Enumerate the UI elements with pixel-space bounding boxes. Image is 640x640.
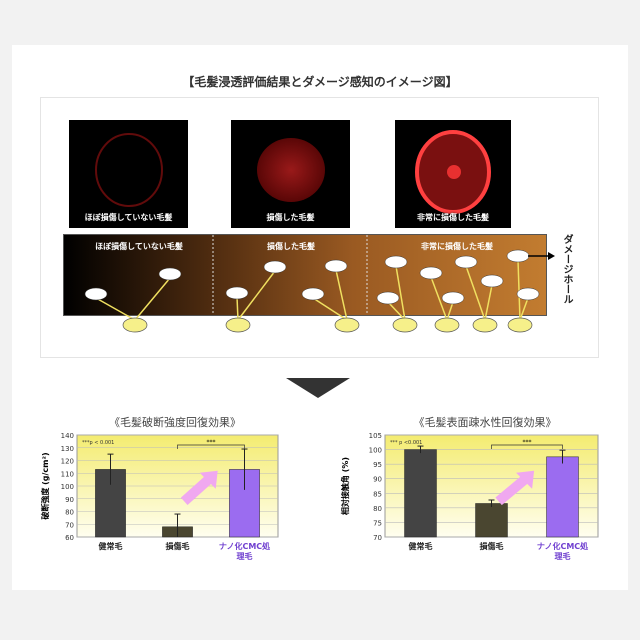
y-axis-label: 破断強度 (g/cm²) (40, 452, 50, 519)
penetrant-particle (334, 317, 360, 333)
y-tick-label: 90 (373, 476, 382, 484)
figure-title: 【毛髪浸透評価結果とダメージ感知のイメージ図】 (182, 75, 458, 89)
y-tick-label: 80 (65, 509, 74, 517)
damage-hole (384, 255, 408, 269)
penetrant-particle (434, 317, 460, 333)
damage-hole (454, 255, 478, 269)
bar (475, 503, 508, 538)
y-tick-label: 85 (373, 490, 382, 498)
photo-caption: 損傷した毛髪 (266, 213, 315, 222)
damage-hole (506, 249, 530, 263)
significance-marker: *** (207, 439, 216, 446)
y-tick-label: 140 (61, 432, 74, 440)
down-triangle-icon (286, 378, 350, 398)
x-tick-label: 健常毛 (99, 541, 123, 551)
damage-hole (225, 286, 249, 300)
penetration-arrow (395, 265, 406, 321)
penetration-arrow (335, 269, 348, 321)
x-tick-label: 理毛 (555, 551, 571, 561)
damage-hole (324, 259, 348, 273)
penetration-arrow (430, 276, 448, 321)
y-tick-label: 110 (61, 470, 74, 478)
y-tick-label: 75 (373, 519, 382, 527)
p-value-note: ***p < 0.001 (82, 440, 114, 446)
arrow-head-icon (199, 470, 218, 489)
damage-diagram (84, 235, 555, 333)
damage-hole (84, 287, 108, 301)
photo-caption: 非常に損傷した毛髪 (417, 213, 489, 222)
y-axis-label: 相対接触角 (%) (340, 457, 350, 515)
y-tick-label: 120 (61, 458, 74, 466)
penetration-arrow (517, 259, 521, 321)
arrow-icon (548, 252, 555, 260)
significance-bracket (177, 444, 245, 449)
bar (546, 456, 579, 538)
bar (404, 449, 437, 538)
y-tick-label: 80 (373, 505, 382, 513)
strip-label: 非常に損傷した毛髪 (421, 242, 493, 251)
damage-hole (301, 287, 325, 301)
strength-chart: 60 70 80 90 100 110 120 130 140 破断強度 (g/cm²) ***p … (40, 432, 279, 561)
penetration-arrow (134, 277, 171, 321)
improvement-arrow (180, 472, 216, 506)
damage-hole (441, 291, 465, 305)
hair-photo-undamaged: ほぼ損傷していない毛髪 (69, 120, 188, 228)
y-tick-label: 95 (373, 461, 382, 469)
x-tick-label: ナノ化CMC処 (537, 541, 589, 551)
y-tick-label: 100 (369, 447, 382, 455)
penetration-arrow (465, 265, 486, 321)
y-tick-label: 100 (61, 483, 74, 491)
penetrant-particle (472, 317, 498, 333)
photo-caption: ほぼ損傷していない毛髪 (84, 213, 173, 222)
penetrant-particle (225, 317, 251, 333)
penetration-arrow (95, 297, 136, 321)
significance-marker: *** (523, 439, 532, 446)
strip-label: ほぼ損傷していない毛髪 (95, 242, 183, 251)
damage-hole (516, 287, 540, 301)
hair-photo-very-damaged: 非常に損傷した毛髪 (395, 120, 511, 228)
penetration-arrow (446, 301, 454, 321)
damage-hole (263, 260, 287, 274)
y-tick-label: 90 (65, 496, 74, 504)
x-tick-label: ナノ化CMC処 (219, 541, 271, 551)
penetration-arrow (484, 284, 493, 321)
y-tick-label: 130 (61, 445, 74, 453)
damage-strip: ほぼ損傷していない毛髪 損傷した毛髪 非常に損傷した毛髪 (63, 234, 547, 316)
penetration-arrow (519, 297, 529, 321)
y-tick-label: 70 (373, 534, 382, 542)
damage-hole (419, 266, 443, 280)
penetration-arrow (237, 270, 276, 321)
x-tick-label: 損傷毛 (166, 541, 190, 551)
damage-hole (158, 267, 182, 281)
penetration-arrow (312, 297, 348, 321)
x-tick-label: 理毛 (237, 551, 253, 561)
penetrant-particle (507, 317, 533, 333)
x-tick-label: 損傷毛 (480, 541, 504, 551)
strip-label: 損傷した毛髪 (267, 242, 315, 251)
penetration-arrow (236, 296, 239, 321)
x-tick-label: 健常毛 (409, 541, 433, 551)
damage-hole-label: ダメージホール (561, 234, 572, 304)
penetrant-particle (122, 317, 148, 333)
y-tick-label: 70 (65, 521, 74, 529)
y-tick-label: 60 (65, 534, 74, 542)
p-value-note: *** p <0.001 (390, 440, 422, 446)
y-tick-label: 105 (369, 432, 382, 440)
penetrant-particle (392, 317, 418, 333)
hair-photo-damaged: 損傷した毛髪 (231, 120, 350, 228)
significance-bracket (491, 444, 563, 449)
penetration-arrow (387, 301, 406, 321)
damage-hole (480, 274, 504, 288)
hydrophobicity-chart: 70 75 80 85 90 95 100 105 相対接触角 (%) *** p <0.001 健… (340, 432, 599, 561)
chart-title-hydrophobicity: 《毛髪表面疎水性回復効果》 (413, 416, 557, 429)
improvement-arrow (495, 472, 532, 506)
arrow-head-icon (516, 470, 535, 489)
damage-hole (376, 291, 400, 305)
chart-title-strength: 《毛髪破断強度回復効果》 (109, 416, 241, 429)
